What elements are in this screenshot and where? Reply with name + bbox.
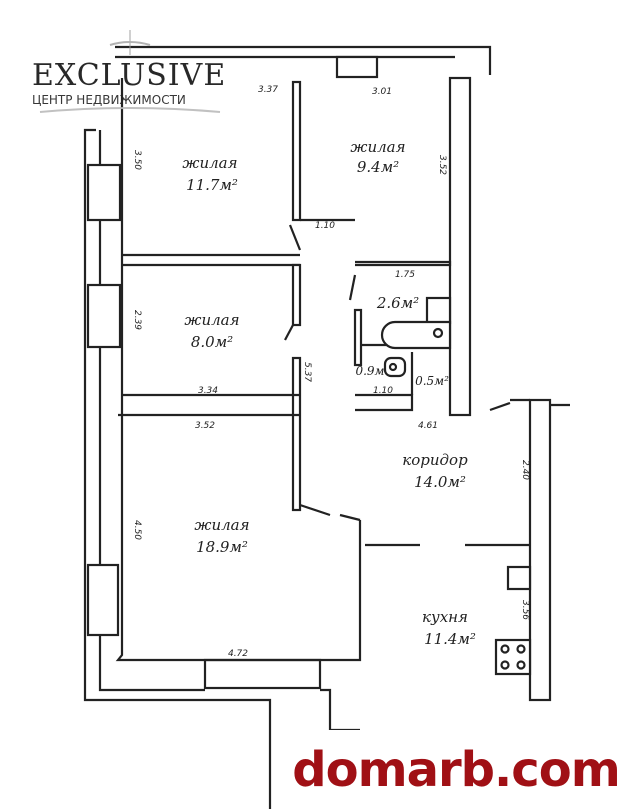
- bathroom-area: 2.6м²: [376, 294, 419, 312]
- sink-icon: [425, 296, 452, 325]
- dimension: 4.50: [132, 520, 142, 540]
- outer-walls: [83, 45, 570, 809]
- logo-subtitle: ЦЕНТР НЕДВИЖИМОСТИ: [32, 93, 186, 107]
- room-area: 11.7м²: [186, 176, 238, 194]
- dimension: 2.40: [520, 460, 530, 480]
- dimension: 2.39: [132, 310, 142, 330]
- dimension: 5.37: [302, 362, 312, 382]
- dimension: 3.52: [195, 421, 215, 431]
- dimension: 1.10: [373, 386, 393, 396]
- closet-area: 0.5м²: [415, 374, 449, 388]
- dimension: 1.75: [395, 270, 415, 280]
- dimension: 4.72: [228, 649, 248, 659]
- room-area: 11.4м²: [424, 630, 476, 648]
- dimension: 3.52: [437, 155, 447, 175]
- room-name: жилая: [184, 311, 239, 329]
- room-name: кухня: [422, 608, 468, 626]
- room-name: жилая: [182, 154, 237, 172]
- watermark: domarb.com: [282, 730, 630, 809]
- fixtures: [380, 296, 532, 676]
- room-name: коридор: [402, 451, 468, 469]
- stove-icon: [494, 638, 532, 676]
- room-name: жилая: [350, 138, 405, 156]
- kitchen-sink-icon: [506, 565, 532, 591]
- dimension: 3.37: [258, 85, 278, 95]
- dimension: 3.01: [372, 87, 392, 97]
- room-area: 18.9м²: [196, 538, 248, 556]
- dimension: 3.34: [198, 386, 218, 396]
- room-area: 14.0м²: [414, 473, 466, 491]
- dimension: 1.10: [315, 221, 335, 231]
- dimension: 4.61: [418, 421, 438, 431]
- wc-area: 0.9м: [355, 364, 384, 378]
- dimension: 3.56: [520, 600, 530, 620]
- logo-title: EXCLUSIVE: [32, 58, 226, 93]
- room-area: 8.0м²: [191, 333, 233, 351]
- bathtub-icon: [380, 320, 452, 350]
- room-name: жилая: [194, 516, 249, 534]
- interior-walls: [115, 78, 530, 662]
- dimension: 3.50: [132, 150, 142, 170]
- exclusive-logo: EXCLUSIVE ЦЕНТР НЕДВИЖИМОСТИ: [32, 30, 226, 113]
- room-area: 9.4м²: [357, 158, 399, 176]
